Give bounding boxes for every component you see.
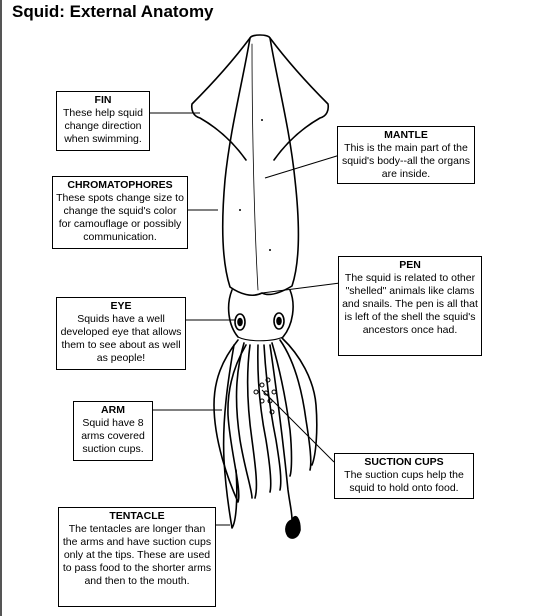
- arm-heading: ARM: [101, 404, 125, 416]
- eye-label: EYE Squids have a well developed eye tha…: [56, 297, 186, 370]
- squid-mantle-outline: [221, 34, 300, 296]
- suction-cups-leader-line: [261, 389, 335, 463]
- suction-cups-heading: SUCTION CUPS: [364, 456, 444, 468]
- mantle-heading: MANTLE: [384, 129, 428, 141]
- chromatophores-label: CHROMATOPHORES These spots change size t…: [52, 176, 188, 249]
- pen-description: The squid is related to other "shelled" …: [342, 272, 478, 336]
- pen-label: PEN The squid is related to other "shell…: [338, 256, 482, 356]
- squid-head-outline: [227, 289, 294, 338]
- squid-fin-outline: [190, 37, 251, 161]
- pen-leader-line: [261, 282, 341, 294]
- page-title: Squid: External Anatomy: [12, 2, 214, 21]
- fin-heading: FIN: [94, 94, 112, 106]
- mantle-leader-line: [264, 154, 341, 179]
- arm-description: Squid have 8 arms covered suction cups.: [81, 417, 145, 455]
- mantle-label: MANTLE This is the main part of the squi…: [337, 126, 475, 184]
- arm-label: ARM Squid have 8 arms covered suction cu…: [73, 401, 153, 461]
- squid-tentacles: [222, 344, 301, 539]
- squid-chromatophore-spots: [239, 119, 271, 251]
- squid-suction-cups: [253, 377, 277, 415]
- page-left-border: [0, 0, 2, 616]
- squid-eye-right: [273, 312, 285, 330]
- suction-cups-description: The suction cups help the squid to hold …: [344, 469, 464, 494]
- squid-arms: [213, 337, 318, 503]
- eye-description: Squids have a well developed eye that al…: [60, 313, 182, 364]
- suction-cups-label: SUCTION CUPS The suction cups help the s…: [334, 453, 474, 499]
- fin-label: FIN These help squid change direction wh…: [56, 91, 150, 151]
- chromatophores-description: These spots change size to change the sq…: [56, 192, 184, 243]
- squid-eye-left: [234, 313, 246, 331]
- chromatophores-heading: CHROMATOPHORES: [67, 179, 173, 191]
- mantle-description: This is the main part of the squid's bod…: [341, 142, 471, 180]
- pen-heading: PEN: [399, 259, 421, 271]
- tentacle-heading: TENTACLE: [109, 510, 165, 522]
- tentacle-label: TENTACLE The tentacles are longer than t…: [58, 507, 216, 607]
- fin-description: These help squid change direction when s…: [63, 107, 143, 145]
- eye-heading: EYE: [110, 300, 132, 312]
- tentacle-description: The tentacles are longer than the arms a…: [62, 523, 212, 587]
